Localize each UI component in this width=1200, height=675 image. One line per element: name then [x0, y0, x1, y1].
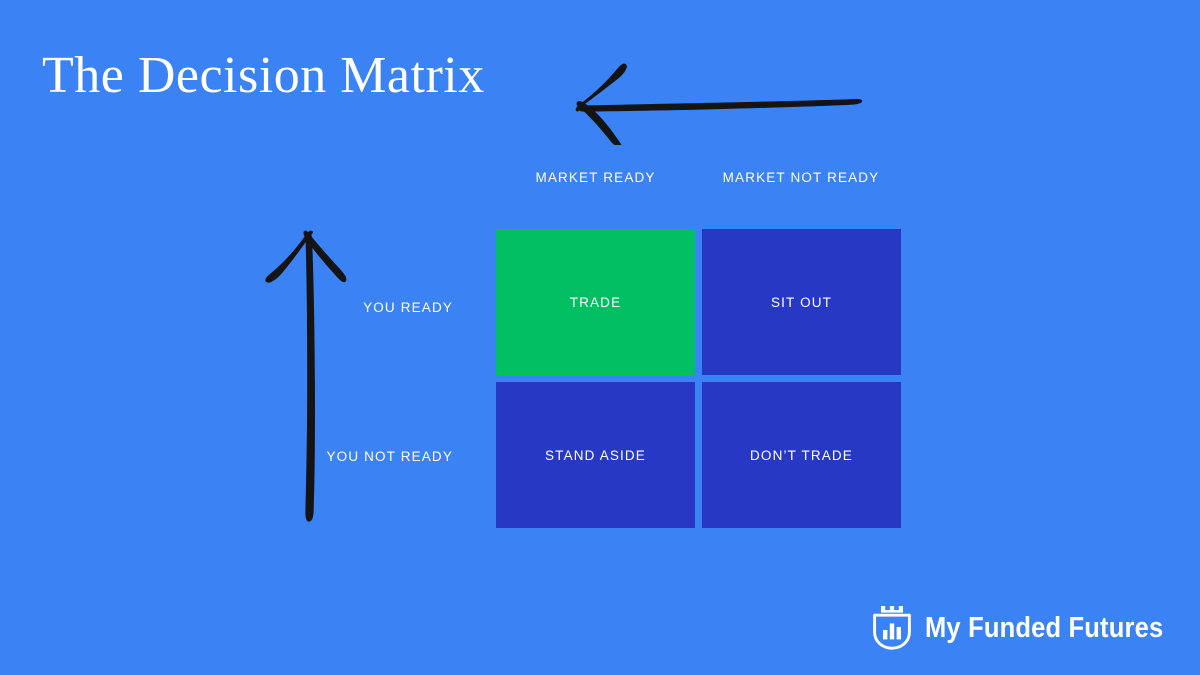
- column-header-market-ready: MARKET READY: [535, 170, 656, 185]
- matrix-cell-trade[interactable]: TRADE: [496, 229, 695, 375]
- shield-crown-barchart-icon: [873, 606, 911, 650]
- row-header-you-ready: YOU READY: [363, 300, 453, 315]
- column-header-market-not-ready: MARKET NOT READY: [722, 170, 880, 185]
- page-title: The Decision Matrix: [42, 47, 485, 104]
- matrix-cell-stand-aside[interactable]: STAND ASIDE: [496, 382, 695, 528]
- brand-logo: My Funded Futures: [872, 605, 1196, 651]
- matrix-cell-dont-trade[interactable]: DON’T TRADE: [702, 382, 901, 528]
- matrix-cell-sit-out[interactable]: SIT OUT: [702, 229, 901, 375]
- decision-matrix-grid: TRADE SIT OUT STAND ASIDE DON’T TRADE: [496, 229, 901, 528]
- up-arrow-icon: [265, 230, 347, 522]
- left-arrow-icon: [575, 63, 863, 145]
- brand-name: My Funded Futures: [925, 611, 1164, 644]
- row-header-you-not-ready: YOU NOT READY: [326, 449, 453, 464]
